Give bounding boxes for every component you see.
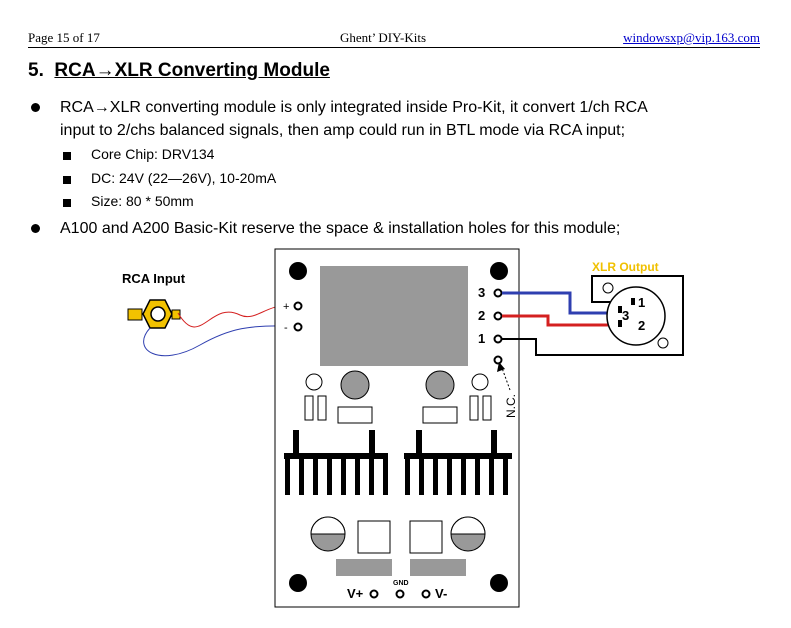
rca-input-label: RCA Input	[122, 271, 186, 286]
bullet-text-2: A100 and A200 Basic-Kit reserve the spac…	[60, 220, 621, 237]
capacitor-left-top	[310, 516, 346, 535]
vplus-label: V+	[347, 586, 364, 601]
trimmer-left	[340, 370, 370, 400]
minus-label: -	[284, 322, 288, 334]
page-number: Page 15 of 17	[28, 30, 100, 45]
pin3-terminal	[493, 288, 503, 298]
pin3-label: 3	[478, 285, 485, 300]
square-bullet	[63, 199, 71, 207]
resistor	[304, 395, 314, 421]
gnd-terminal	[395, 589, 405, 599]
minus-terminal	[293, 322, 303, 332]
sub-item-chip: Core Chip: DRV134	[91, 146, 215, 162]
mount-hole	[289, 574, 307, 592]
ic-right	[422, 406, 458, 424]
small-cap	[471, 373, 489, 391]
small-cap	[305, 373, 323, 391]
bullet-dot	[31, 224, 40, 233]
pin2-terminal	[493, 311, 503, 321]
vplus-terminal	[369, 589, 379, 599]
gnd-label: GND	[393, 580, 409, 587]
diode-left	[336, 559, 392, 576]
email-link[interactable]: windowsxp@vip.163.com	[623, 30, 760, 45]
vminus-terminal	[421, 589, 431, 599]
square-bullet	[63, 176, 71, 184]
xlr-connector	[602, 282, 669, 349]
square-bullet	[63, 152, 71, 160]
regulator-left	[357, 520, 391, 554]
black-output-wire	[502, 275, 684, 356]
nc-terminal	[493, 355, 503, 365]
vminus-label: V-	[435, 586, 447, 601]
nc-label: N.C.	[504, 394, 518, 418]
xlr-pin2: 2	[638, 318, 645, 333]
pin1-label: 1	[478, 331, 485, 346]
resistor	[317, 395, 327, 421]
sub-item-size: Size: 80 * 50mm	[91, 193, 194, 209]
bullet-text-1a: RCA→XLR converting module is only integr…	[60, 99, 648, 116]
pin1-terminal	[493, 334, 503, 344]
regulator-right	[409, 520, 443, 554]
diode-right	[410, 559, 466, 576]
chip-area	[320, 266, 468, 366]
resistor	[482, 395, 492, 421]
blue-input-wire	[143, 325, 291, 357]
section-title: RCA→XLR Converting Module	[54, 60, 330, 81]
red-output-wire	[502, 314, 622, 327]
section-number: 5.	[28, 60, 44, 81]
heatsink-right	[404, 430, 512, 495]
pin2-label: 2	[478, 308, 485, 323]
bullet-text-1b: input to 2/chs balanced signals, then am…	[60, 122, 626, 139]
bullet-dot	[31, 103, 40, 112]
rca-connector	[127, 299, 181, 329]
page-header: Page 15 of 17 Ghent’ DIY-Kits windowsxp@…	[28, 30, 760, 46]
trimmer-right	[425, 370, 455, 400]
blue-output-wire	[502, 291, 622, 315]
xlr-output-label: XLR Output	[592, 260, 659, 274]
section-heading: 5. RCA→XLR Converting Module	[28, 60, 330, 82]
header-title: Ghent’ DIY-Kits	[340, 30, 427, 45]
resistor	[469, 395, 479, 421]
xlr-pin3: 3	[622, 308, 629, 323]
ic-left	[337, 406, 373, 424]
sub-item-dc: DC: 24V (22—26V), 10-20mA	[91, 170, 277, 186]
plus-label: +	[283, 301, 289, 313]
mount-hole	[289, 262, 307, 280]
mount-hole	[490, 262, 508, 280]
xlr-pin1: 1	[638, 295, 645, 310]
mount-hole	[490, 574, 508, 592]
capacitor-right-top	[450, 516, 486, 535]
red-input-wire	[177, 304, 291, 328]
plus-terminal	[293, 301, 303, 311]
header-rule	[28, 47, 760, 48]
nc-arrowhead	[497, 362, 505, 372]
heatsink-left	[284, 430, 388, 495]
